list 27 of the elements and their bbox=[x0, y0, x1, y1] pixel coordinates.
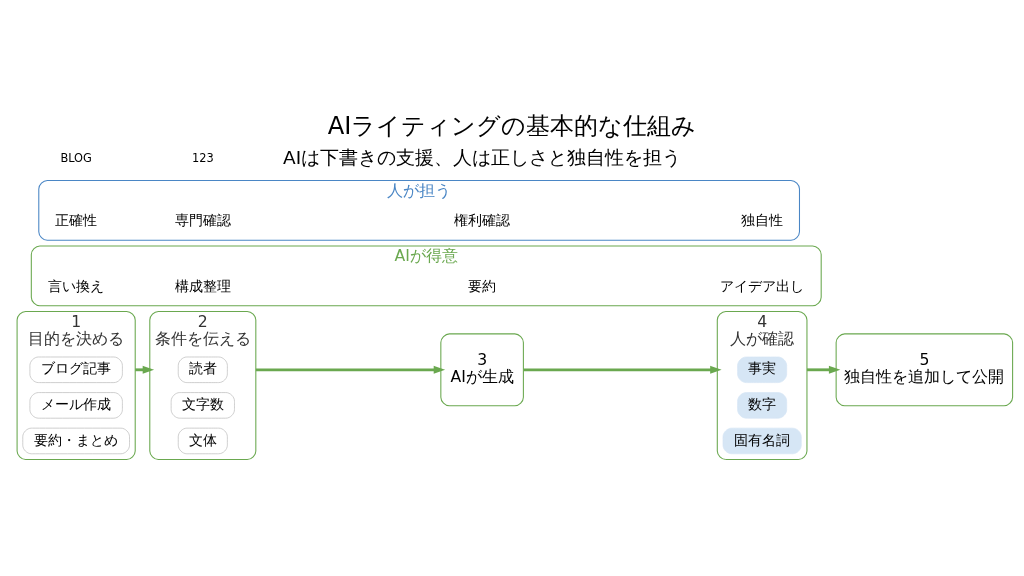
label: BLOG bbox=[60, 150, 92, 165]
node-text: 専門確認 bbox=[174, 211, 231, 228]
node-box: 事実 bbox=[737, 356, 788, 383]
node-box: 3 AIが生成 bbox=[440, 332, 524, 406]
node-text: 構成整理 bbox=[174, 277, 231, 294]
diagram-title: AIライティングの基本的な仕組み bbox=[327, 111, 697, 140]
node-box: 文体 bbox=[177, 427, 228, 454]
node-box: 読者 bbox=[177, 356, 228, 383]
node-text: 独自性 bbox=[741, 211, 784, 228]
node-box: 文字数 bbox=[170, 391, 235, 419]
node-box: 固有名詞 bbox=[722, 427, 802, 454]
node-box: 数字 bbox=[737, 391, 788, 419]
arrow bbox=[135, 365, 155, 374]
node-box: ブログ記事 bbox=[29, 356, 123, 383]
arrow bbox=[255, 365, 446, 374]
node-text: アイデア出し bbox=[720, 277, 805, 294]
node-box: 5 独自性を追加して公開 bbox=[835, 332, 1014, 406]
node-box: メール作成 bbox=[29, 391, 123, 419]
node-text: 正確性 bbox=[55, 211, 98, 228]
node-text: 言い換え bbox=[48, 277, 105, 294]
node-box: 要約・まとめ bbox=[22, 427, 130, 454]
arrow bbox=[806, 365, 841, 374]
label: AIは下書きの支援、人は正しさと独自性を担う bbox=[283, 146, 682, 168]
arrow bbox=[523, 365, 722, 374]
node-text: 要約 bbox=[468, 277, 497, 294]
label: 123 bbox=[191, 150, 214, 165]
node-text: 権利確認 bbox=[454, 211, 511, 228]
